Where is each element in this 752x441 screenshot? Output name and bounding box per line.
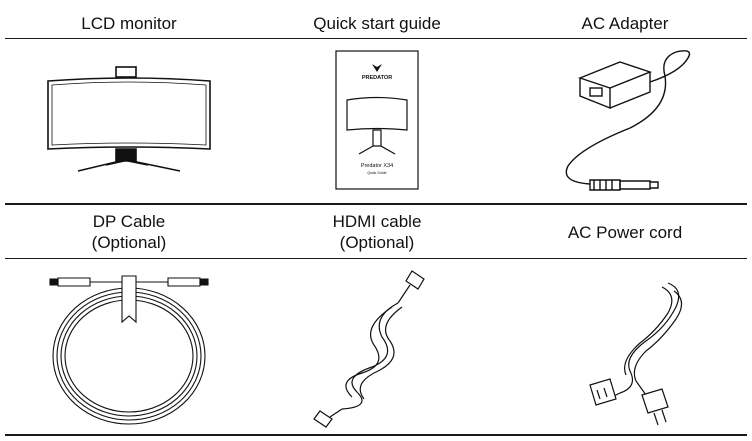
quick-start-guide-image: PREDATOR Predator X34 Quick Guide bbox=[253, 45, 501, 195]
dp-cable-image bbox=[5, 264, 253, 432]
header-hdmi-cable-line2: (Optional) bbox=[339, 233, 415, 252]
header-dp-cable-line2: (Optional) bbox=[91, 233, 167, 252]
ac-adapter-icon bbox=[565, 49, 691, 191]
row2-header-divider bbox=[5, 258, 747, 259]
ac-adapter-image bbox=[501, 45, 749, 195]
header-dp-cable: DP Cable (Optional) bbox=[5, 211, 253, 253]
hdmi-cable-icon bbox=[313, 270, 425, 428]
header-ac-adapter: AC Adapter bbox=[581, 14, 669, 33]
guide-model: Predator X34 bbox=[361, 163, 393, 169]
table-bottom-border bbox=[5, 434, 747, 436]
ac-power-cord-image bbox=[501, 264, 749, 432]
dp-cable-icon bbox=[49, 275, 209, 425]
header-lcd-monitor: LCD monitor bbox=[81, 14, 177, 33]
table-top-border bbox=[5, 38, 747, 39]
header-hdmi-cable-line1: HDMI cable bbox=[332, 212, 422, 231]
guide-subtitle: Quick Guide bbox=[367, 171, 386, 175]
hdmi-cable-image bbox=[253, 264, 501, 432]
lcd-monitor-icon bbox=[47, 66, 211, 172]
header-ac-power-cord-line1: AC Power cord bbox=[567, 223, 683, 242]
guide-brand: PREDATOR bbox=[362, 75, 392, 81]
booklet-icon: PREDATOR Predator X34 Quick Guide bbox=[335, 50, 419, 190]
header-ac-power-cord: AC Power cord bbox=[501, 222, 749, 243]
header-hdmi-cable: HDMI cable (Optional) bbox=[253, 211, 501, 253]
header-dp-cable-line1: DP Cable bbox=[92, 212, 166, 231]
row1-divider bbox=[5, 203, 747, 205]
lcd-monitor-image bbox=[5, 45, 253, 195]
predator-logo-icon bbox=[372, 64, 382, 72]
header-quick-start-guide: Quick start guide bbox=[313, 14, 441, 33]
ac-power-cord-icon bbox=[589, 282, 683, 426]
